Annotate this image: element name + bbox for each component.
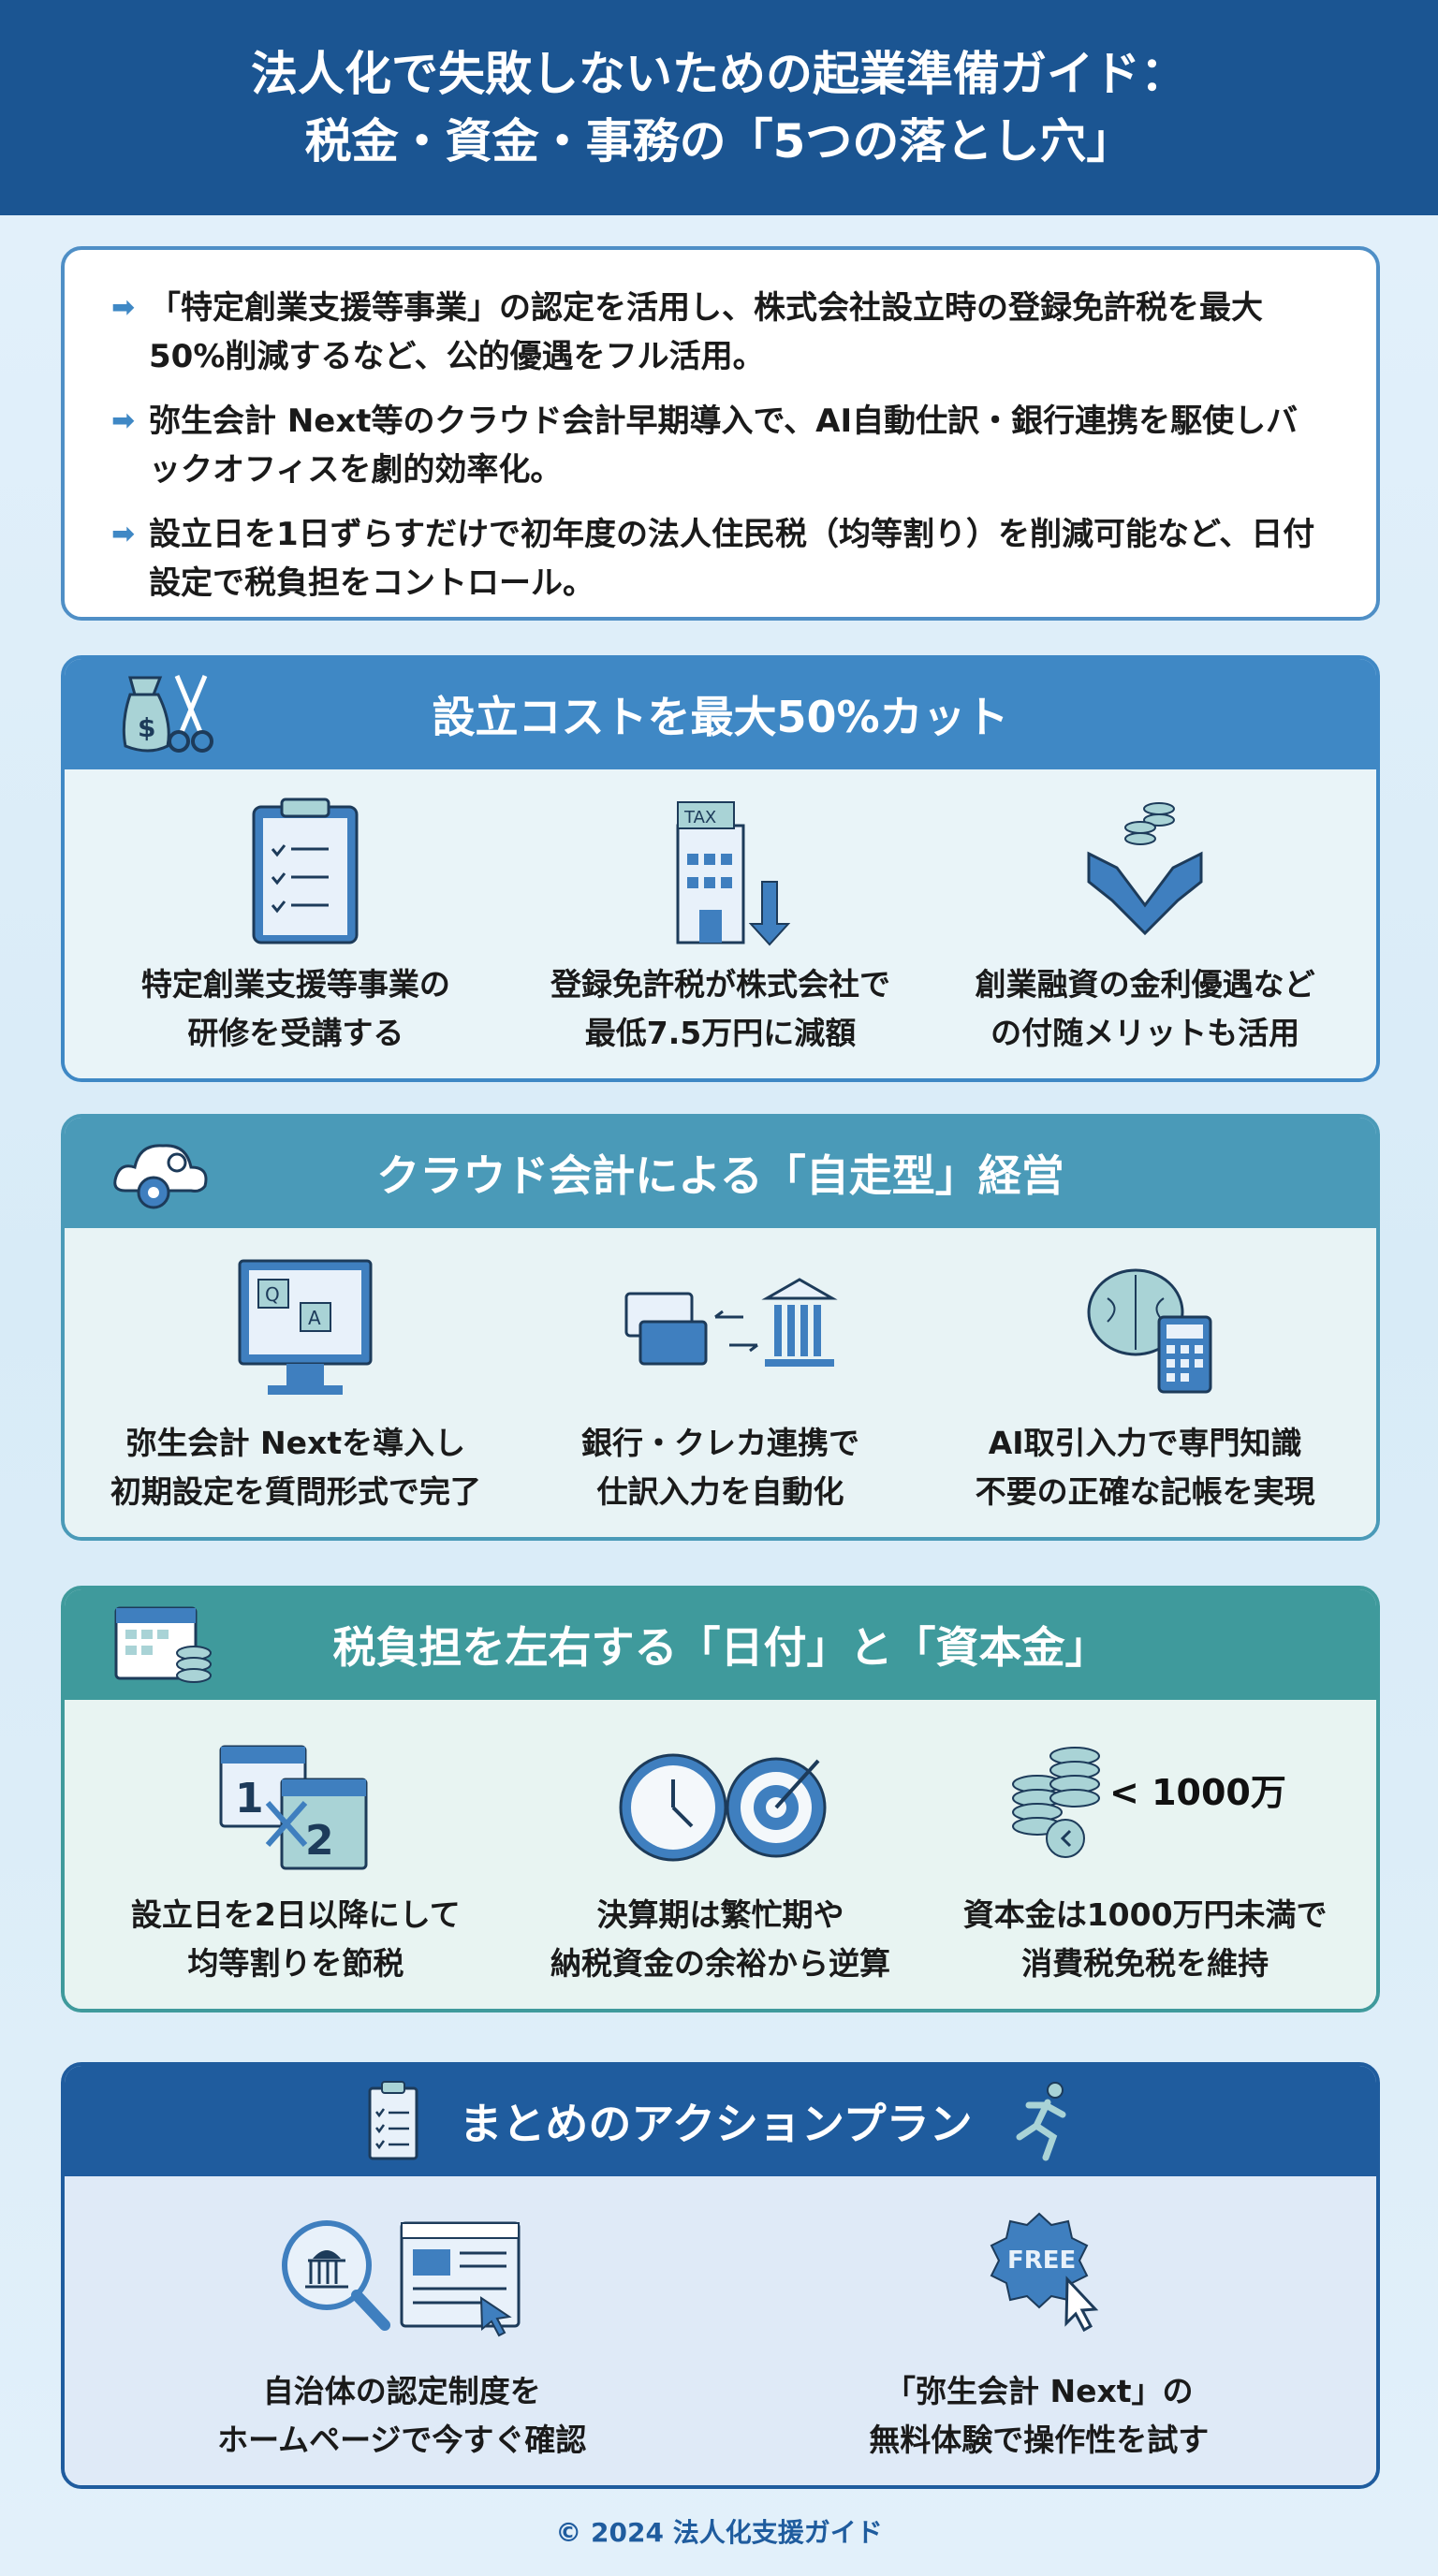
calendar-1-2-icon: 12 <box>219 1745 368 1870</box>
svg-text:Q: Q <box>265 1283 280 1306</box>
page-title-line2: 税金・資金・事務の「5つの落とし穴」 <box>304 114 1134 168</box>
tip-item: 決算期は繁忙期や納税資金の余裕から逆算 <box>514 1700 926 2009</box>
arrow-right-icon: ➡ <box>111 291 136 324</box>
svg-text:< 1000万円: < 1000万円 <box>1109 1772 1285 1813</box>
footer-copyright: © 2024 法人化支援ガイド <box>555 2517 883 2548</box>
clock-target-icon <box>619 1753 827 1862</box>
summary-bullet: ➡「特定創業支援等事業」の認定を活用し、株式会社設立時の登録免許税を最大50%削… <box>111 284 1329 381</box>
page-header: 法人化で失敗しないための起業準備ガイド： 税金・資金・事務の「5つの落とし穴」 <box>0 0 1438 215</box>
coins-less-than-icon: < 1000万円 <box>1012 1747 1285 1858</box>
section-title: クラウド会計による「自走型」経営 <box>376 1150 1064 1201</box>
svg-text:$: $ <box>138 712 155 743</box>
section-title: まとめのアクションプラン <box>459 2099 973 2149</box>
svg-text:FREE: FREE <box>1007 2247 1076 2275</box>
section-header: 税負担を左右する「日付」と「資本金」 <box>65 1589 1376 1700</box>
page-title-line1: 法人化で失敗しないための起業準備ガイド： <box>251 47 1187 101</box>
section-header: まとめのアクションプラン <box>65 2066 1376 2176</box>
svg-text:A: A <box>308 1307 321 1329</box>
tip-item: TAX 登録免許税が株式会社で最低7.5万円に減額 <box>514 769 926 1078</box>
section-header: $ 設立コストを最大50%カット <box>65 659 1376 769</box>
svg-text:1: 1 <box>235 1775 264 1822</box>
section-cost-cut: $ 設立コストを最大50%カット 特定創業支援等事業の研修を受講する TAX 登… <box>61 655 1380 1082</box>
arrow-right-icon: ➡ <box>111 404 136 437</box>
action-item: FREE 「弥生会計 Next」の無料体験で操作性を試す <box>749 2176 1329 2485</box>
tip-item: 特定創業支援等事業の研修を受講する <box>90 769 502 1078</box>
monitor-qa-icon: QA <box>238 1259 373 1395</box>
cloud-gear-icon <box>113 1144 208 1209</box>
tip-item: AI取引入力で専門知識不要の正確な記帳を実現 <box>939 1228 1351 1537</box>
card-bank-sync-icon <box>624 1278 839 1367</box>
tax-building-icon: TAX <box>676 801 791 946</box>
action-item: 自治体の認定制度をホームページで今すぐ確認 <box>111 2176 692 2485</box>
free-badge-cursor-icon: FREE <box>990 2212 1098 2333</box>
summary-box: ➡「特定創業支援等事業」の認定を活用し、株式会社設立時の登録免許税を最大50%削… <box>61 246 1380 621</box>
summary-bullet: ➡弥生会計 Next等のクラウド会計早期導入で、AI自動仕訳・銀行連携を駆使しバ… <box>111 397 1329 494</box>
section-header: クラウド会計による「自走型」経営 <box>65 1118 1376 1228</box>
summary-bullet: ➡設立日を1日ずらすだけで初年度の法人住民税（均等割り）を削減可能など、日付設定… <box>111 510 1329 607</box>
calendar-coins-icon <box>114 1606 212 1683</box>
tip-item: 創業融資の金利優遇などの付随メリットも活用 <box>939 769 1351 1078</box>
tip-item: 銀行・クレカ連携で仕訳入力を自動化 <box>514 1228 926 1537</box>
money-bag-scissors-icon: $ <box>122 675 213 753</box>
checklist-icon <box>368 2081 418 2160</box>
clipboard-checklist-icon <box>252 798 359 944</box>
arrow-right-icon: ➡ <box>111 518 136 550</box>
section-title: 設立コストを最大50%カット <box>432 692 1009 742</box>
handshake-coins-icon <box>1087 802 1203 936</box>
section-action-plan: まとめのアクションプラン 自治体の認定制度をホームページで今すぐ確認 FREE … <box>61 2062 1380 2489</box>
search-government-web-icon <box>282 2220 521 2337</box>
section-title: 税負担を左右する「日付」と「資本金」 <box>332 1622 1108 1673</box>
brain-calculator-icon <box>1087 1268 1212 1394</box>
runner-icon <box>1016 2082 1066 2161</box>
svg-text:2: 2 <box>305 1817 334 1865</box>
svg-text:TAX: TAX <box>683 808 716 827</box>
